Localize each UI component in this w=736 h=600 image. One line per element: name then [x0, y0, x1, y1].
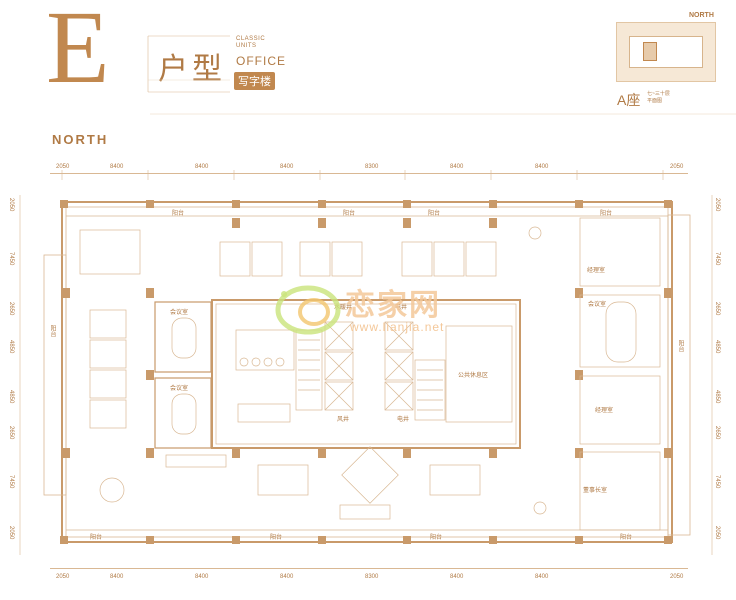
tower-note-line-1: 七~三十层: [647, 91, 670, 97]
balcony-label-7: 阳台: [430, 535, 443, 541]
left-dim-8: 2050: [8, 526, 14, 540]
wind-shaft-label: 风井: [337, 417, 350, 423]
right-dim-8: 2050: [714, 526, 720, 540]
unit-letter: E: [46, 0, 110, 105]
balcony-label-6: 阳台: [270, 535, 283, 541]
right-dim-7: 7450: [714, 475, 720, 489]
elec-shaft-label-1: 电井: [395, 305, 408, 311]
left-dim-5: 4850: [8, 390, 14, 404]
bottom-dim-1: 2050: [56, 574, 70, 580]
bottom-dim-6: 8400: [450, 574, 464, 580]
balcony-label-3: 阳台: [428, 211, 441, 217]
meeting-room-label-3: 会议室: [588, 302, 607, 308]
balcony-label-left: 阳台: [49, 325, 55, 337]
left-dim-3: 2650: [8, 302, 14, 316]
left-dim-1: 2050: [8, 198, 14, 212]
balcony-label-right: 阳台: [677, 340, 683, 352]
balcony-label-8: 阳台: [620, 535, 633, 541]
left-dim-6: 2650: [8, 426, 14, 440]
top-dim-7: 8400: [535, 164, 549, 170]
classic-units-label: CLASSIC UNITS: [236, 36, 265, 50]
left-dim-4: 4850: [8, 340, 14, 354]
bottom-dim-8: 2050: [670, 574, 684, 580]
manager-room-label-1: 经理室: [587, 268, 606, 274]
left-dim-2: 7450: [8, 252, 14, 266]
balcony-label-5: 阳台: [90, 535, 103, 541]
right-dim-4: 4850: [714, 340, 720, 354]
right-dim-2: 7450: [714, 252, 720, 266]
top-dim-2: 8400: [110, 164, 124, 170]
unit-type-title: 户型: [158, 52, 226, 87]
watermark-text: 恋家网: [345, 289, 441, 322]
manager-room-label-2: 经理室: [595, 408, 614, 414]
watermark-logo-icon: [275, 285, 341, 335]
top-dimension-line: [50, 173, 688, 174]
top-dim-4: 8400: [280, 164, 294, 170]
bottom-dim-4: 8400: [280, 574, 294, 580]
bottom-dim-5: 8300: [365, 574, 379, 580]
elec-shaft-label-2: 电井: [397, 417, 410, 423]
right-dim-1: 2050: [714, 198, 720, 212]
meeting-room-label-1: 会议室: [170, 310, 189, 316]
balcony-label-1: 阳台: [172, 211, 185, 217]
watermark-url: www.lianjia.net: [350, 320, 445, 334]
balcony-label-2: 阳台: [343, 211, 356, 217]
left-dimension-col: 2050 7450 2650 4850 4850 2650 7450 2050: [6, 190, 20, 560]
bottom-dim-2: 8400: [110, 574, 124, 580]
water-shaft-label: 水暖井: [334, 305, 353, 311]
key-plan-building: [629, 36, 703, 68]
top-dim-8: 2050: [670, 164, 684, 170]
right-dim-6: 2650: [714, 426, 720, 440]
right-dim-3: 2650: [714, 302, 720, 316]
right-dimension-col: 2050 7450 2650 4850 4850 2650 7450 2050: [712, 190, 726, 560]
keyplan-north-label: NORTH: [689, 12, 714, 19]
bottom-dim-3: 8400: [195, 574, 209, 580]
top-dim-6: 8400: [450, 164, 464, 170]
chairman-room-label: 董事长室: [583, 488, 608, 494]
north-label: NORTH: [52, 132, 109, 147]
balcony-label-4: 阳台: [600, 211, 613, 217]
office-label: OFFICE: [236, 54, 286, 68]
left-dim-7: 7450: [8, 475, 14, 489]
bottom-dimension-line: [50, 568, 688, 569]
meeting-room-label-2: 会议室: [170, 386, 189, 392]
tower-note: 七~三十层 平面图: [647, 91, 670, 105]
right-dim-5: 4850: [714, 390, 720, 404]
office-cn-badge: 写字楼: [234, 72, 275, 90]
key-plan-highlight: [643, 42, 657, 61]
tower-note-line-2: 平面图: [647, 98, 663, 104]
classic-line-2: UNITS: [236, 43, 257, 49]
public-rest-label: 公共休息区: [458, 373, 489, 379]
bottom-dim-7: 8400: [535, 574, 549, 580]
tower-label: A座: [617, 92, 641, 108]
top-dim-3: 8400: [195, 164, 209, 170]
classic-line-1: CLASSIC: [236, 36, 266, 42]
top-dim-5: 8300: [365, 164, 379, 170]
header-lines: [147, 35, 736, 115]
top-dim-1: 2050: [56, 164, 70, 170]
